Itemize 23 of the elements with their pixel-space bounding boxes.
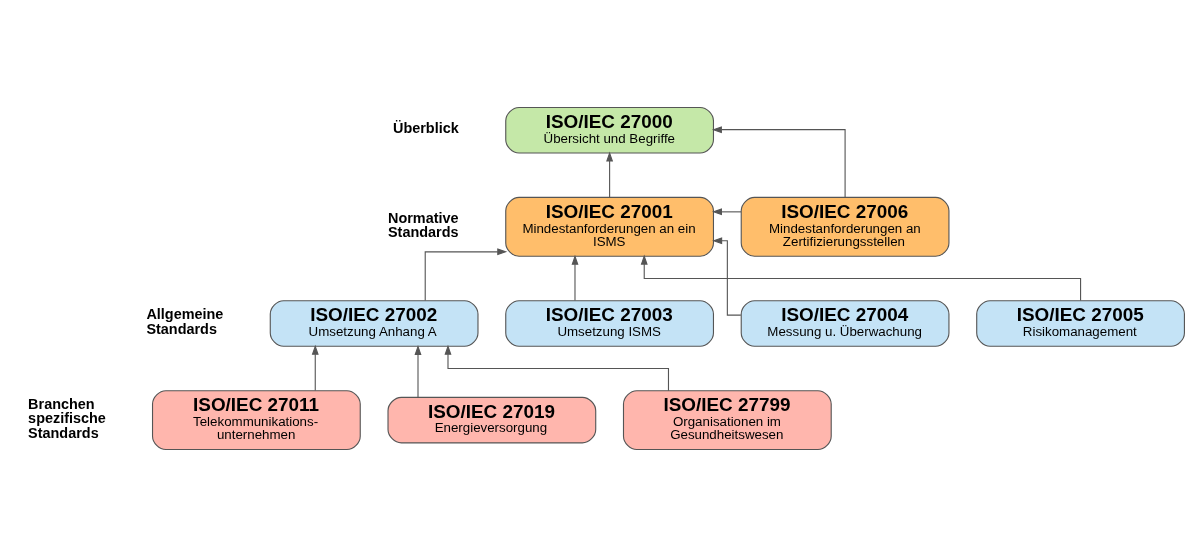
- arrow: [711, 208, 742, 216]
- node-box: ISO/IEC 27006 Mindestanforderungen an Zertifizierungsstellen: [740, 196, 950, 257]
- arrow: [414, 344, 422, 398]
- node-box: ISO/IEC 27002 Umsetzung Anhang A: [269, 300, 479, 347]
- node-box: ISO/IEC 27019 Energieversorgung: [387, 396, 597, 444]
- arrow: [640, 254, 1082, 302]
- label: Normative Standards: [388, 209, 459, 241]
- node-box: ISO/IEC 27004 Messung u. Überwachung: [740, 300, 950, 347]
- label: Branchen spezifische Standards: [28, 395, 106, 441]
- arrow: [444, 344, 670, 392]
- arrow: [711, 126, 846, 198]
- node-box: ISO/IEC 27003 Umsetzung ISMS: [505, 300, 714, 347]
- arrow: [606, 151, 614, 198]
- label: Überblick: [393, 119, 459, 136]
- node-box: ISO/IEC 27000 Übersicht und Begriffe: [505, 106, 714, 154]
- node-box: ISO/IEC 27005 Risikomanagement: [976, 300, 1185, 347]
- node-box: ISO/IEC 27001 Mindestanforderungen an ein ISMS: [505, 196, 714, 257]
- arrow: [311, 344, 319, 392]
- node-box: ISO/IEC 27799 Organisationen im Gesundheitswesen: [622, 390, 832, 451]
- arrow: [571, 254, 579, 302]
- label: Allgemeine Standards: [146, 306, 224, 337]
- arrow: [424, 248, 508, 301]
- node-box: ISO/IEC 27011 Telekommunikations- unternehmen: [151, 390, 361, 451]
